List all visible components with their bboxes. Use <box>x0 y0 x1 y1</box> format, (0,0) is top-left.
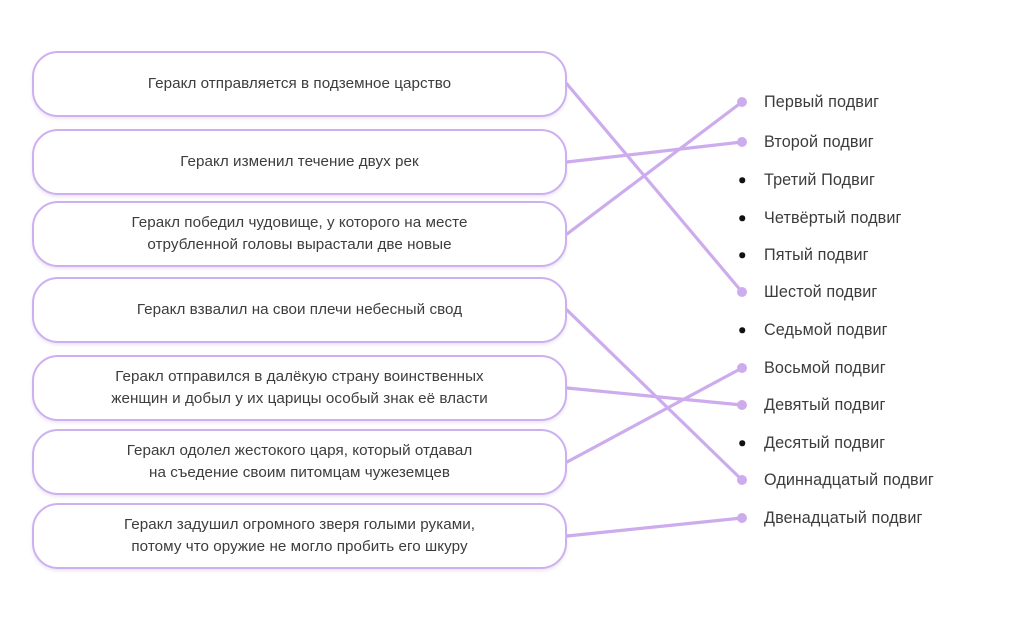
connector-dot-icon[interactable] <box>735 473 749 487</box>
connector-dot-icon[interactable] <box>735 398 749 412</box>
labour-list-item-label: Шестой подвиг <box>764 282 878 301</box>
labour-list-item[interactable]: Шестой подвиг <box>735 280 877 304</box>
statement-card[interactable]: Геракл одолел жестокого царя, который от… <box>32 429 567 495</box>
statement-card-text: Геракл задушил огромного зверя голыми ру… <box>123 516 476 555</box>
statement-card[interactable]: Геракл взвалил на свои плечи небесный св… <box>32 277 567 343</box>
bullet-dot-icon <box>735 211 749 225</box>
bullet-dot-icon <box>735 323 749 337</box>
connector-dot-icon[interactable] <box>735 361 749 375</box>
statement-card[interactable]: Геракл отправился в далёкую страну воинс… <box>32 355 567 421</box>
statement-card-text: Геракл отправляется в подземное царство <box>147 75 452 93</box>
statement-card-text: Геракл отправился в далёкую страну воинс… <box>111 368 488 407</box>
statement-card[interactable]: Геракл отправляется в подземное царство <box>32 51 567 117</box>
labour-list-item-label: Восьмой подвиг <box>764 358 886 377</box>
labour-list-item[interactable]: Восьмой подвиг <box>735 356 886 380</box>
statement-card-text: Геракл взвалил на свои плечи небесный св… <box>136 301 463 319</box>
labour-list-item-label: Четвёртый подвиг <box>764 208 902 227</box>
labour-list-item-label: Второй подвиг <box>764 132 874 151</box>
labour-list-item-label: Пятый подвиг <box>764 245 869 264</box>
statement-card-text: Геракл изменил течение двух рек <box>180 153 419 171</box>
labour-list-item-label: Двенадцатый подвиг <box>764 508 923 527</box>
statement-card[interactable]: Геракл изменил течение двух рек <box>32 129 567 195</box>
labour-list-item[interactable]: Второй подвиг <box>735 130 874 154</box>
labour-list-item-label: Первый подвиг <box>764 92 880 111</box>
labour-list-item[interactable]: Первый подвиг <box>735 90 879 114</box>
bullet-dot-icon <box>735 248 749 262</box>
labour-list-item[interactable]: Десятый подвиг <box>735 431 885 455</box>
connector-dot-icon[interactable] <box>735 95 749 109</box>
statement-card-text: Геракл победил чудовище, у которого на м… <box>131 214 468 253</box>
statement-card[interactable]: Геракл победил чудовище, у которого на м… <box>32 201 567 267</box>
labour-list-item[interactable]: Третий Подвиг <box>735 168 875 192</box>
labour-list-item[interactable]: Одиннадцатый подвиг <box>735 468 934 492</box>
labour-list-item[interactable]: Седьмой подвиг <box>735 318 888 342</box>
bullet-dot-icon <box>735 173 749 187</box>
labour-list-item[interactable]: Двенадцатый подвиг <box>735 506 922 530</box>
labour-list-item[interactable]: Четвёртый подвиг <box>735 206 902 230</box>
labour-list-item-label: Одиннадцатый подвиг <box>764 470 934 489</box>
connector-dot-icon[interactable] <box>735 511 749 525</box>
labour-list-item-label: Седьмой подвиг <box>764 320 888 339</box>
labour-list-item-label: Десятый подвиг <box>764 433 886 452</box>
connector-dot-icon[interactable] <box>735 135 749 149</box>
connector-dot-icon[interactable] <box>735 285 749 299</box>
labour-list-item-label: Девятый подвиг <box>764 395 886 414</box>
statement-card-text: Геракл одолел жестокого царя, который от… <box>126 442 473 481</box>
labour-list-item[interactable]: Девятый подвиг <box>735 393 886 417</box>
bullet-dot-icon <box>735 436 749 450</box>
labour-list-item-label: Третий Подвиг <box>764 170 876 189</box>
labour-list-item[interactable]: Пятый подвиг <box>735 243 869 267</box>
